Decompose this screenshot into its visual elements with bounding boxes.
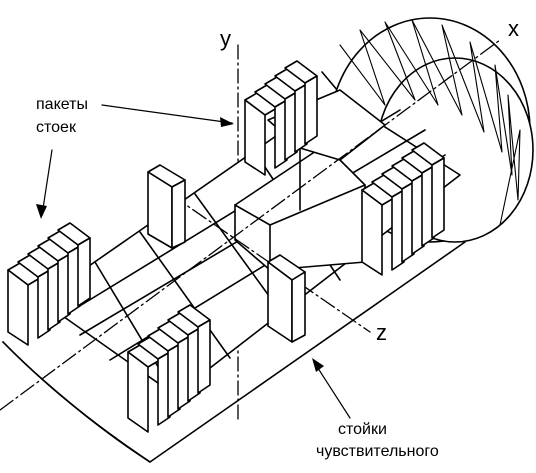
plate-stack-front bbox=[127, 304, 211, 433]
stack-label-line2: стоек bbox=[36, 119, 76, 136]
axis-y-label: y bbox=[220, 26, 231, 51]
plate-stack-right bbox=[361, 142, 445, 276]
sensor-label-line2: чувствительного bbox=[316, 443, 439, 460]
leader-arrows bbox=[36, 104, 351, 419]
axis-x-label: x bbox=[508, 16, 519, 41]
plate-stack-back bbox=[244, 60, 318, 176]
axis-z-label: z bbox=[376, 320, 387, 345]
cylinder-body bbox=[2, 71, 466, 463]
stack-label-line1: пакеты bbox=[36, 96, 88, 113]
sensor-label-line1: стойки bbox=[338, 421, 387, 438]
sensor-post-left bbox=[147, 164, 186, 249]
z-axis-line bbox=[149, 179, 371, 333]
sensor-post-center bbox=[267, 254, 306, 343]
x-axis-line bbox=[0, 39, 501, 411]
plate-stack-left bbox=[7, 222, 91, 346]
